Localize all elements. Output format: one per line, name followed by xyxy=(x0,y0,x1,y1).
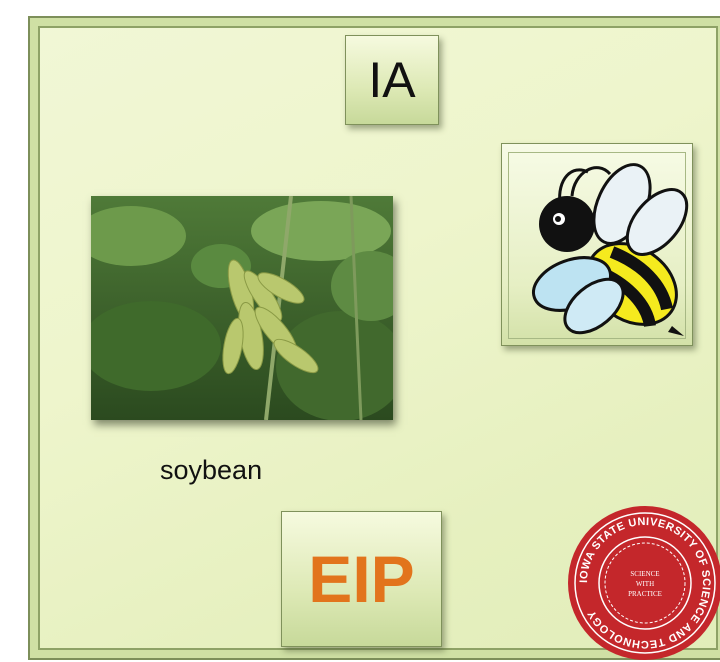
bee-tile xyxy=(501,143,693,346)
soybean-photo xyxy=(91,196,393,420)
ia-label-tile: IA xyxy=(345,35,439,125)
ia-label: IA xyxy=(368,52,416,108)
eip-label-tile: EIP xyxy=(281,511,442,647)
bee-icon xyxy=(532,163,689,336)
eip-label: EIP xyxy=(308,542,415,616)
photo-caption: soybean xyxy=(160,455,263,485)
seal-center-line-2: WITH xyxy=(636,580,654,588)
university-seal-icon: IOWA STATE UNIVERSITY OF SCIENCE AND TEC… xyxy=(568,506,720,660)
seal-center-line-3: PRACTICE xyxy=(628,590,662,598)
seal-center-line-1: SCIENCE xyxy=(630,570,659,578)
